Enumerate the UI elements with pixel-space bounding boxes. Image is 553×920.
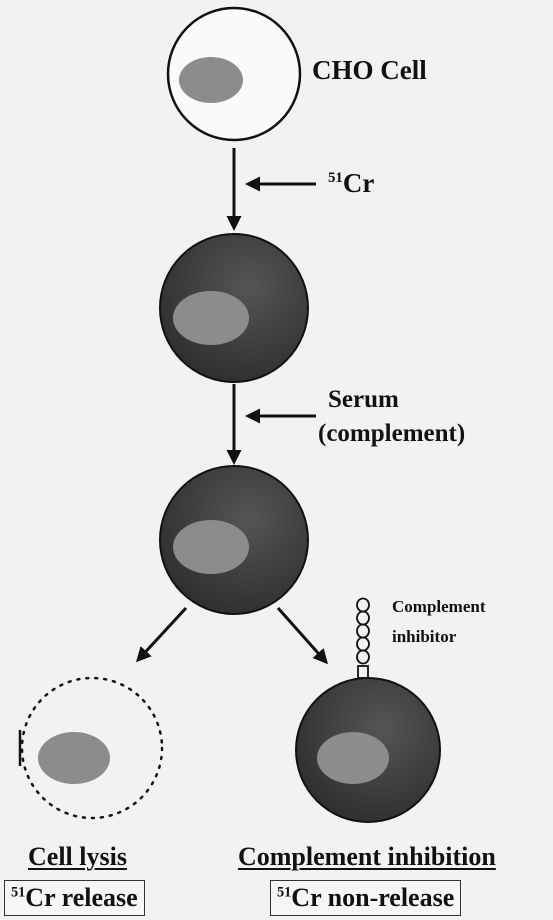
- lysis-title: Cell lysis: [28, 842, 127, 872]
- cho-cell-label: CHO Cell: [312, 55, 427, 86]
- inhibition-title: Complement inhibition: [238, 842, 496, 872]
- labeled-cell-nucleus: [173, 291, 249, 345]
- nonrelease-text: Cr non-release: [291, 883, 454, 912]
- serum-label-line1: Serum: [328, 386, 399, 414]
- serum-label-line2: (complement): [318, 420, 465, 448]
- chromium-symbol: Cr: [343, 168, 374, 198]
- arrow-to-inhibition: [278, 608, 326, 662]
- lysed-cell-nucleus: [38, 732, 110, 784]
- labeled-cell: [160, 234, 308, 382]
- chromium-label: 51Cr: [328, 168, 374, 199]
- lysed-cell: [20, 678, 162, 818]
- complement-inhibitor-chain: [357, 599, 369, 679]
- nonrelease-box: 51Cr non-release: [270, 880, 461, 916]
- release-text: Cr release: [25, 883, 137, 912]
- release-isotope: 51: [11, 884, 25, 900]
- inhibitor-label-line2: inhibitor: [392, 626, 456, 648]
- protected-cell: [296, 678, 440, 822]
- cho-cell-nucleus: [179, 57, 243, 103]
- serum-treated-cell: [160, 466, 308, 614]
- cho-cell: [168, 8, 300, 140]
- release-box: 51Cr release: [4, 880, 145, 916]
- inhibitor-label-line1: Complement: [392, 596, 485, 618]
- protected-cell-nucleus: [317, 732, 389, 784]
- chromium-isotope: 51: [328, 170, 343, 186]
- nonrelease-isotope: 51: [277, 884, 291, 900]
- serum-treated-cell-nucleus: [173, 520, 249, 574]
- arrow-to-lysis: [138, 608, 186, 660]
